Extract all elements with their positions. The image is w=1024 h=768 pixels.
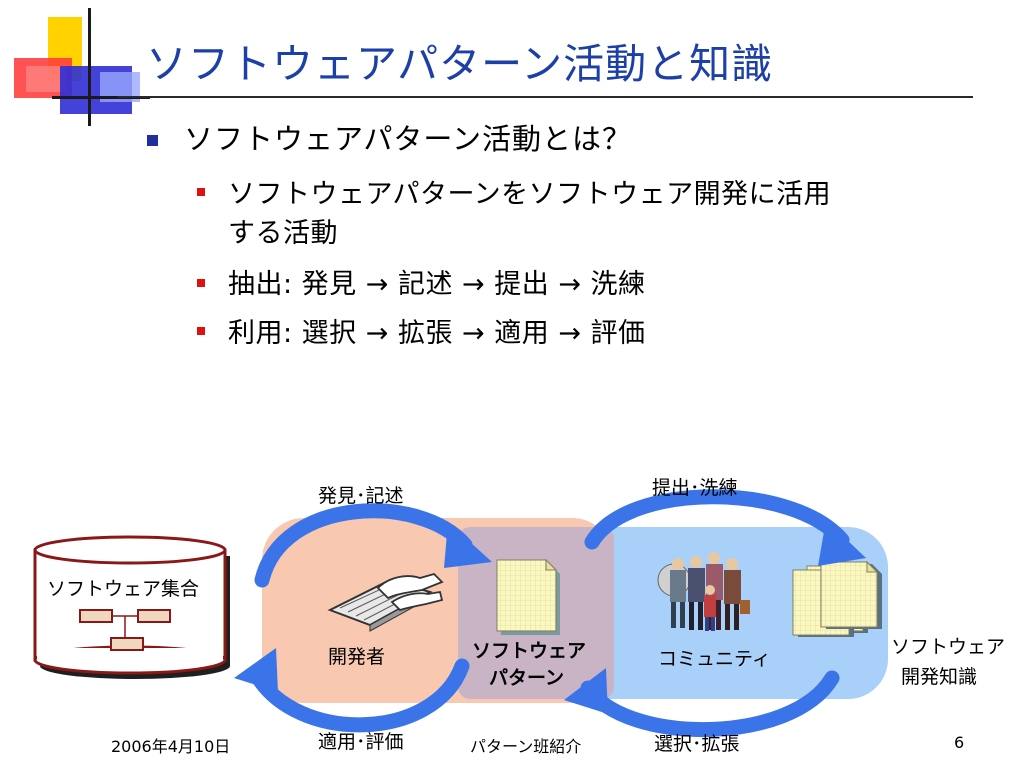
community-label: コミュニティ — [658, 648, 771, 670]
logo-horizontal-line — [52, 96, 150, 99]
bullet-sub1-line2: する活動 — [228, 218, 338, 249]
pattern-document-icon — [496, 558, 560, 635]
page-number: 6 — [954, 733, 965, 752]
bullet-marker-sub2 — [197, 279, 205, 287]
bullet-marker-main — [147, 135, 158, 146]
arrow-label-discover: 発見･記述 — [318, 485, 404, 507]
arrow-label-apply: 適用･評価 — [318, 731, 404, 753]
title-underline — [118, 96, 973, 98]
community-people-icon — [657, 552, 750, 631]
bullet-sub3: 利用: 選択 → 拡張 → 適用 → 評価 — [228, 318, 646, 349]
knowledge-label-line1: ソフトウェア — [891, 636, 1006, 658]
slide-title: ソフトウェアパターン活動と知識 — [146, 40, 774, 88]
pattern-label-line2: パターン — [489, 667, 565, 689]
logo-pink-square — [26, 66, 66, 92]
footer-title: パターン班紹介 — [470, 737, 582, 756]
bullet-marker-sub1 — [197, 188, 205, 196]
software-set-structure-icon — [79, 609, 171, 651]
bullet-main: ソフトウェアパターン活動とは？ — [184, 122, 632, 156]
software-set-label: ソフトウェア集合 — [47, 578, 200, 600]
arrow-submit-refine — [584, 489, 866, 566]
logo-vertical-line — [88, 8, 91, 126]
pattern-label-line1: ソフトウェア — [472, 640, 587, 662]
arrow-discover-describe — [254, 503, 492, 588]
developer-keyboard-icon — [327, 572, 444, 632]
knowledge-documents-icon — [792, 560, 882, 637]
arrow-select-extend — [564, 668, 840, 737]
bullet-sub2: 抽出: 発見 → 記述 → 提出 → 洗練 — [228, 269, 646, 300]
footer-date: 2006年4月10日 — [111, 737, 231, 756]
arrow-label-submit: 提出･洗練 — [652, 477, 738, 499]
knowledge-label-line2: 開発知識 — [901, 666, 978, 688]
software-set-cylinder — [33, 535, 230, 679]
arrow-apply-evaluate — [234, 648, 470, 733]
arrow-label-select: 選択･拡張 — [654, 733, 740, 755]
bullet-sub1-line1: ソフトウェアパターンをソフトウェア開発に活用 — [228, 179, 832, 210]
developer-label: 開発者 — [328, 646, 386, 668]
bullet-marker-sub3 — [197, 327, 205, 335]
